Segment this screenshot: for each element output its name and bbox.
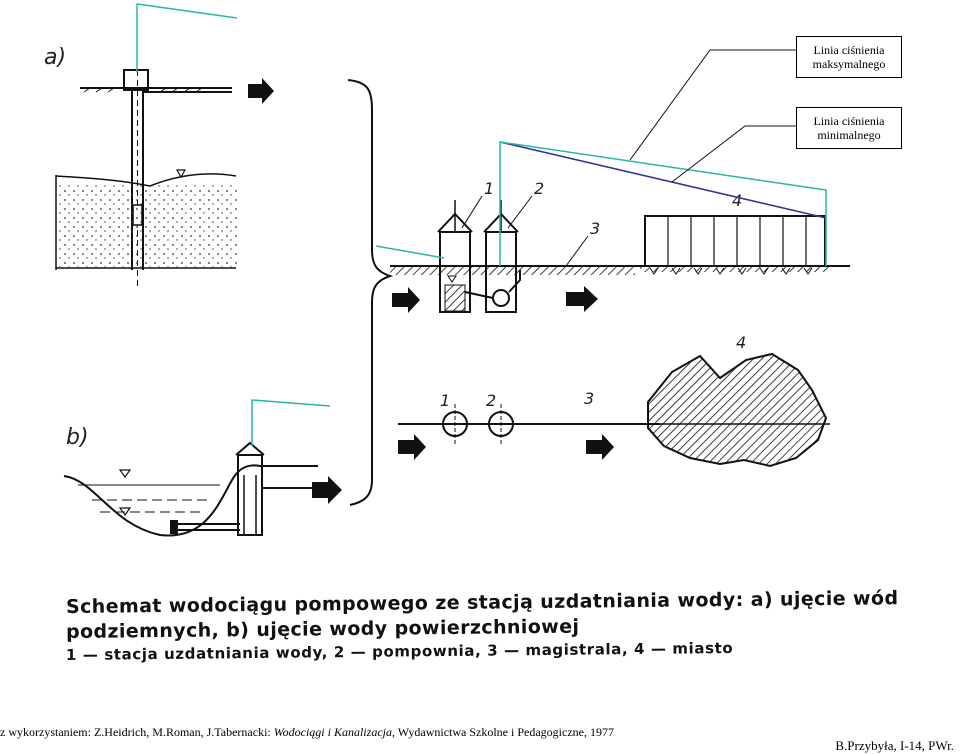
profile-view: 1 2 3 4 — [390, 179, 850, 313]
flow-arrow-profile-in — [392, 287, 420, 313]
plan-view: 1 2 3 4 — [398, 333, 830, 468]
pump — [492, 289, 510, 307]
flow-arrow-b — [312, 476, 342, 504]
reservoir-basin — [63, 464, 318, 537]
low-level-marker — [118, 507, 132, 517]
aquifer-fill — [57, 185, 237, 267]
panel-a-label: a) — [44, 45, 66, 70]
surface-level-marker — [118, 469, 132, 479]
source-citation: z wykorzystaniem: Z.Heidrich, M.Roman, J… — [0, 725, 614, 740]
pressure-line-dark — [499, 141, 827, 219]
water-level-marker — [175, 169, 187, 179]
flow-arrow-a — [248, 78, 274, 104]
panel-b-surface-intake: b) — [63, 425, 342, 537]
label-1-plan: 1 — [440, 391, 450, 410]
ground-hatch — [390, 266, 635, 275]
label-2-plan: 2 — [486, 391, 496, 410]
callout-leader-min — [671, 125, 796, 183]
author-note: B.Przybyła, I-14, PWr. — [835, 738, 954, 753]
callout-line-b-tower — [251, 399, 331, 446]
city-buildings — [644, 215, 826, 267]
pressure-line-max-outline — [499, 141, 827, 266]
callout-max-pressure: Linia ciśnienia maksymalnego — [796, 36, 902, 78]
city-area — [647, 352, 828, 468]
intake-tower — [237, 454, 263, 536]
label-3-profile: 3 — [590, 219, 600, 238]
source-suffix: , Wydawnictwa Szkolne i Pedagogiczne, 19… — [391, 725, 614, 739]
label-3-plan: 3 — [584, 389, 594, 408]
flow-arrow-plan-in — [398, 434, 426, 460]
callout-max-pressure-text: Linia ciśnienia maksymalnego — [812, 43, 886, 71]
label-2-profile: 2 — [534, 179, 544, 198]
label-4-profile: 4 — [732, 191, 742, 210]
label-4-plan: 4 — [736, 333, 746, 352]
source-prefix: z wykorzystaniem: Z.Heidrich, M.Roman, J… — [0, 725, 274, 739]
callout-leader-max — [629, 49, 796, 161]
panel-b-label: b) — [66, 425, 89, 450]
source-title: Wodociągi i Kanalizacja — [273, 725, 392, 739]
callout-line-station — [375, 245, 445, 259]
wellhead — [123, 69, 149, 91]
label-1-profile: 1 — [484, 179, 494, 198]
brace — [347, 79, 394, 506]
flow-arrow-plan-out — [586, 434, 614, 460]
panel-a-groundwater-intake: a) — [44, 45, 274, 290]
callout-min-pressure-text: Linia ciśnienia minimalnego — [813, 114, 885, 142]
aquifer-top — [55, 173, 237, 187]
callout-line-a-wellhead — [136, 3, 238, 72]
callout-min-pressure: Linia ciśnienia minimalnego — [796, 107, 902, 149]
flow-arrow-profile-out — [566, 286, 598, 312]
